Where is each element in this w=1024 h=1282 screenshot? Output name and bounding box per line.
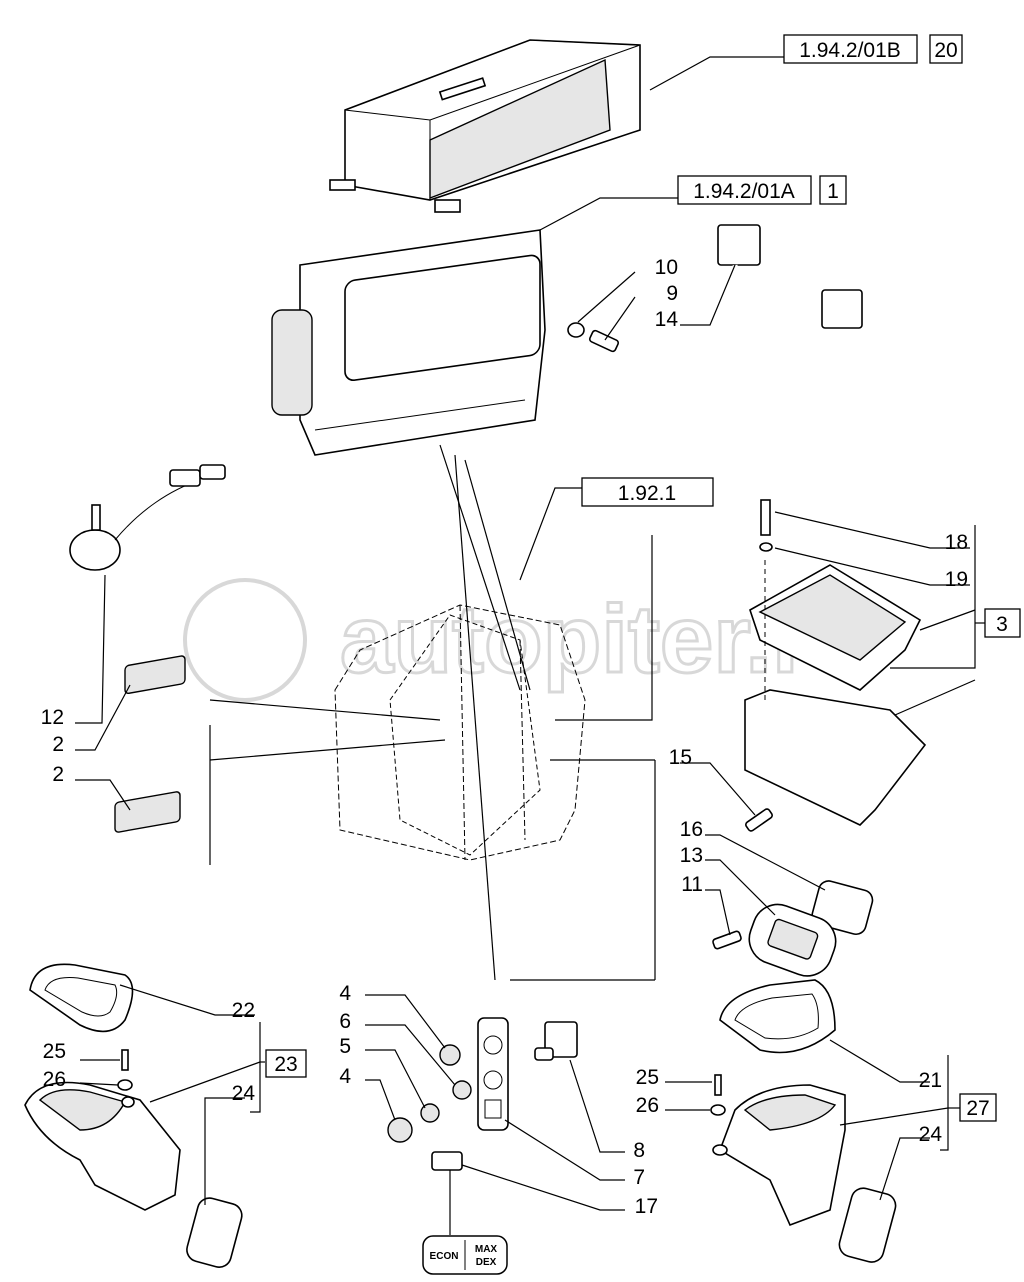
callout-16: 16 xyxy=(680,818,703,841)
potentiometer-part-8 xyxy=(534,1021,578,1061)
callout-11: 11 xyxy=(681,873,703,896)
gasket-part-24-right xyxy=(838,1187,897,1263)
callout-12: 12 xyxy=(41,706,64,729)
heater-unit-part-20 xyxy=(329,39,641,213)
switch-part-17 xyxy=(431,1151,463,1171)
item-number: 23 xyxy=(274,1053,297,1076)
callouts: 10 9 14 18 19 12 2 2 15 16 13 11 22 25 2… xyxy=(41,256,968,1218)
callout-6: 6 xyxy=(339,1010,351,1033)
reference-1-92-1[interactable]: 1.92.1 xyxy=(581,477,714,507)
gasket-part-16 xyxy=(811,880,874,936)
callout-26: 26 xyxy=(636,1094,659,1117)
callout-8: 8 xyxy=(633,1139,645,1162)
gasket-part-22 xyxy=(29,963,134,1033)
nut-part-5 xyxy=(420,1103,440,1123)
callout-19: 19 xyxy=(945,568,968,591)
callout-18: 18 xyxy=(945,531,968,554)
item-box-3: 3 xyxy=(984,608,1021,638)
callout-9: 9 xyxy=(666,282,678,305)
callout-4: 4 xyxy=(339,1065,351,1088)
wiring-harness-part-14 xyxy=(717,224,863,335)
screw-part-9 xyxy=(588,329,620,353)
item-number: 27 xyxy=(966,1097,989,1120)
reference-1-94-2-01B[interactable]: 1.94.2/01B xyxy=(783,34,918,64)
econ-label: ECON xyxy=(430,1251,459,1262)
econ-max-dex-switch-icon: ECON MAX DEX xyxy=(422,1235,508,1275)
reference-code[interactable]: 1.94.2/01B xyxy=(799,39,901,62)
reference-1-94-2-01A[interactable]: 1.94.2/01A xyxy=(677,175,812,205)
control-panel-part-7 xyxy=(477,1017,509,1131)
callout-5: 5 xyxy=(339,1035,351,1058)
knob-part-4-lower xyxy=(387,1117,413,1143)
washer-part-26-right xyxy=(710,1104,726,1116)
callout-17: 17 xyxy=(635,1195,658,1218)
duct-part-27 xyxy=(712,1084,846,1227)
sensor-part-12 xyxy=(69,464,226,571)
screw-part-25-right xyxy=(714,1074,722,1096)
screw-part-25-left xyxy=(121,1049,129,1071)
callout-2: 2 xyxy=(52,763,64,786)
callout-10: 10 xyxy=(655,256,678,279)
callout-4: 4 xyxy=(339,982,351,1005)
callout-14: 14 xyxy=(655,308,679,331)
callout-13: 13 xyxy=(680,844,703,867)
heater-housing-part-1 xyxy=(271,229,546,456)
duct-part-23 xyxy=(24,1081,181,1211)
callout-26: 26 xyxy=(43,1068,66,1091)
reference-code[interactable]: 1.94.2/01A xyxy=(693,180,795,203)
callout-7: 7 xyxy=(633,1166,645,1189)
callout-25: 25 xyxy=(636,1066,659,1089)
callout-2: 2 xyxy=(52,733,64,756)
plate-part-13 xyxy=(748,903,837,977)
knob-part-4-upper xyxy=(439,1044,461,1066)
bolt-part-15 xyxy=(745,808,773,832)
callout-21: 21 xyxy=(919,1069,942,1092)
cab-frame xyxy=(334,604,586,861)
control-module-part-3 xyxy=(744,499,927,826)
vent-part-2-upper xyxy=(124,655,186,695)
item-box-27: 27 xyxy=(959,1093,997,1122)
vent-part-2-lower xyxy=(114,791,181,833)
gasket-part-21 xyxy=(719,979,836,1054)
dex-label: DEX xyxy=(476,1257,497,1268)
callout-15: 15 xyxy=(669,746,692,769)
item-number: 1 xyxy=(827,180,839,203)
item-box-20: 20 xyxy=(929,34,963,64)
callout-24: 24 xyxy=(919,1123,943,1146)
item-box-1: 1 xyxy=(819,175,847,205)
screw-part-11 xyxy=(712,930,742,950)
gasket-part-24-left xyxy=(186,1197,243,1268)
washer-part-26-left xyxy=(117,1079,133,1091)
bushing-part-6 xyxy=(452,1080,472,1100)
callout-24: 24 xyxy=(232,1082,256,1105)
item-number: 20 xyxy=(934,39,957,62)
washer-part-10 xyxy=(567,322,585,338)
max-label: MAX xyxy=(475,1244,498,1255)
callout-22: 22 xyxy=(232,999,255,1022)
reference-code[interactable]: 1.92.1 xyxy=(618,482,676,505)
leader-lines xyxy=(75,56,985,1235)
item-box-23: 23 xyxy=(265,1049,307,1078)
item-number: 3 xyxy=(996,613,1008,636)
callout-25: 25 xyxy=(43,1040,66,1063)
